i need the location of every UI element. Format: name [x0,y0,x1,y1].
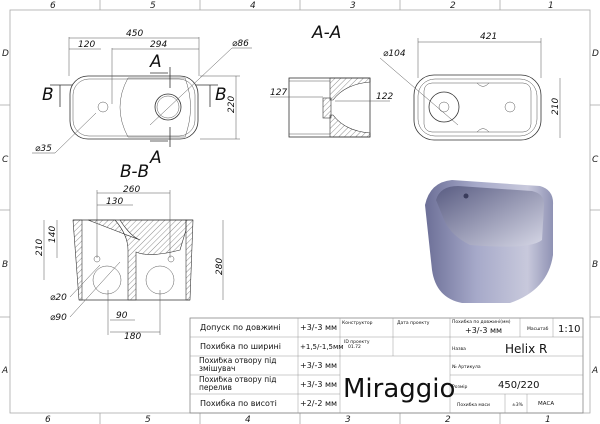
section-mark-b: B [215,85,227,105]
top-view: 450 120 294 ⌀86 ⌀35 220 A A B B [32,29,252,168]
dim-90: 90 [116,311,128,321]
project-id: 01.72 [348,344,361,350]
section-mark-b: B [42,85,54,105]
dim-width: 220 [227,96,237,113]
brand-logo: Miraggio [343,374,455,404]
scale-label: Масштаб [527,326,549,332]
zone-row-label: D [2,49,9,59]
tolerance-label: Похибка по ширині [200,342,281,351]
dim-280: 280 [215,258,225,275]
mass-label: МАСА [538,401,554,407]
section-aa-title: A-A [311,23,341,43]
zone-row-label: B [2,260,8,270]
dim-127: 127 [270,88,287,98]
dim-130: 130 [106,197,123,207]
zone-col-label: 2 [445,415,451,424]
zone-row-label: B [592,260,598,270]
tolerance-label: Похибка отвору під змішувач [199,357,277,373]
dim-122: 122 [376,92,393,102]
zone-row-label: C [592,155,599,165]
zone-col-label: 3 [350,1,356,11]
section-bb-view: B-B 260 130 210 140 280 ⌀20 ⌀90 90 180 [35,162,225,342]
product-3d-render [425,180,554,303]
article-label: № Артикула [452,364,481,370]
project-id-label: ID проекту [344,339,370,345]
zone-col-label: 5 [145,415,151,424]
tolerance-value: +3/-3 мм [300,323,337,332]
zone-col-label: 6 [50,1,56,11]
tolerance-value: +3/-3 мм [300,361,337,370]
depth-tol-label: Похибка по довжині(мм) [452,319,511,325]
zone-col-label: 5 [150,1,156,11]
dim-260: 260 [123,185,140,195]
zone-row-label: C [2,155,9,165]
mass-tol-value: ±3% [512,402,524,408]
dim-hole-big: ⌀86 [232,39,249,49]
dim-hole-104: ⌀104 [383,49,406,59]
section-bb-title: B-B [120,162,149,182]
name-label: Назва [452,346,466,352]
zone-row-label: A [591,366,598,376]
tolerance-label: Похибка по висоті [200,399,277,408]
scale-value: 1:10 [558,324,580,335]
zone-col-label: 1 [545,415,551,424]
designer-label: Конструктор [342,320,373,326]
section-aa-view: A-A 127 122 [270,23,393,138]
dim-210: 210 [551,98,561,115]
dim-hole-90: ⌀90 [50,313,67,323]
dim-hole-20: ⌀20 [50,293,67,303]
zone-row-label: D [592,49,599,59]
title-block: Допуск по довжині +3/-3 мм Похибка по ши… [189,317,584,414]
dim-left-offset: 120 [78,40,95,50]
size-value: 450/220 [498,380,540,391]
product-name: Helix R [505,342,547,356]
dim-hole-small: ⌀35 [35,144,52,154]
zone-col-label: 1 [548,1,554,11]
tolerance-value: +1,5/-1,5мм [300,343,344,351]
zone-col-label: 2 [450,1,456,11]
zone-col-label: 3 [345,415,351,424]
zone-col-label: 4 [245,415,251,424]
dim-421: 421 [480,32,497,42]
dim-180: 180 [124,332,141,342]
dim-right-span: 294 [150,40,167,50]
dim-overall-length: 450 [126,29,143,39]
mass-tol-label: Похибка маси [457,402,490,408]
zone-col-label: 4 [250,1,256,11]
tolerance-value: +2/-2 мм [300,399,337,408]
date-label: Дата проекту [397,320,430,326]
section-mark-a: A [149,148,162,168]
dim-210-height: 210 [35,239,45,256]
dim-140: 140 [48,226,58,243]
tolerance-label: Похибка отвору під перелив [199,376,277,392]
right-plan-view: 421 ⌀104 210 [379,32,561,141]
section-mark-a: A [149,52,162,72]
depth-tol-value: +3/-3 мм [465,326,502,335]
zone-col-label: 6 [45,415,51,424]
size-label: Розмір [452,384,468,390]
zone-row-label: A [1,366,8,376]
tolerance-value: +3/-3 мм [300,380,337,389]
tolerance-label: Допуск по довжині [200,323,281,332]
